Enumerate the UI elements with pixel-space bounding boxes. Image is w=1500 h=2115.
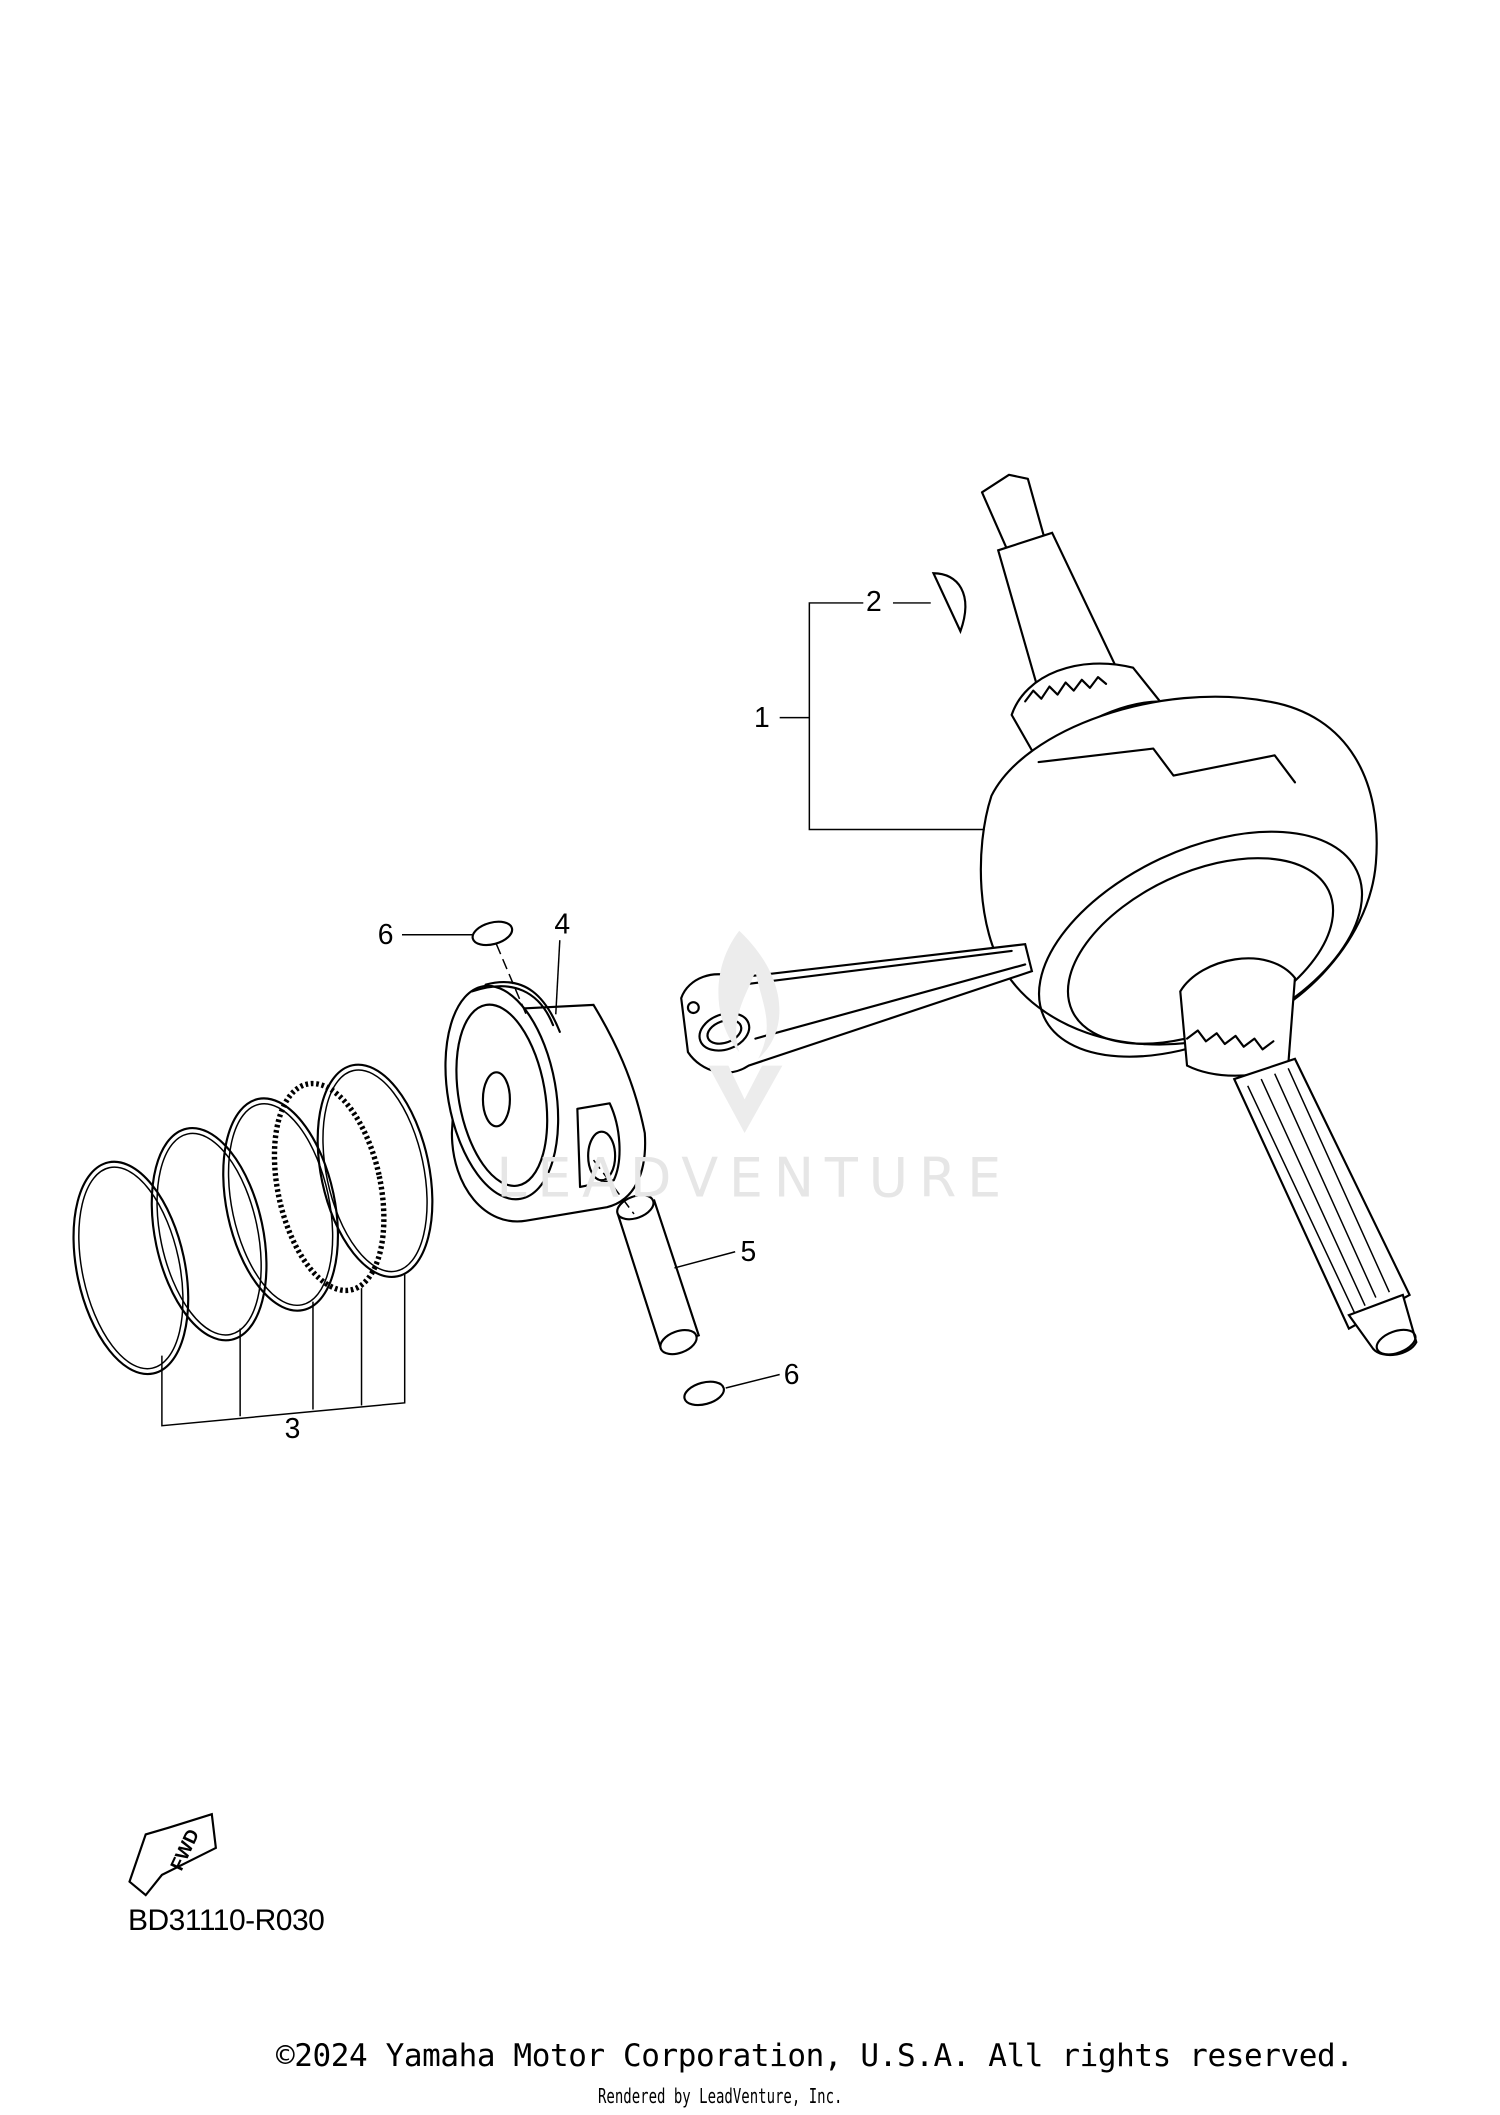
rendered-by-notice: Rendered by LeadVenture, Inc.	[598, 2084, 843, 2108]
callout-1[interactable]: 1	[754, 702, 770, 734]
piston-pin-clip-top[interactable]	[470, 918, 515, 949]
woodruff-key[interactable]	[931, 572, 967, 635]
callout-2[interactable]: 2	[866, 586, 882, 618]
watermark-logo: LEADVENTURE	[496, 930, 1012, 1209]
diagram-code: BD31110-R030	[128, 1904, 325, 1937]
callout-6-top[interactable]: 6	[378, 919, 394, 951]
piston[interactable]	[430, 977, 647, 1223]
crankshaft-assembly[interactable]	[680, 473, 1419, 1359]
callout-6-bottom[interactable]: 6	[784, 1359, 800, 1391]
piston-ring-set[interactable]	[56, 1054, 451, 1385]
piston-pin-clip-bottom[interactable]	[682, 1378, 727, 1409]
copyright-notice: ©2024 Yamaha Motor Corporation, U.S.A. A…	[276, 2038, 1354, 2074]
callout-5[interactable]: 5	[741, 1236, 757, 1268]
callout-3[interactable]: 3	[285, 1413, 301, 1445]
fwd-arrow-icon: FWD	[128, 1812, 218, 1897]
watermark-text: LEADVENTURE	[496, 1146, 1012, 1209]
leader-lines	[161, 602, 985, 1427]
piston-pin[interactable]	[614, 1191, 701, 1359]
callout-4[interactable]: 4	[554, 908, 570, 940]
